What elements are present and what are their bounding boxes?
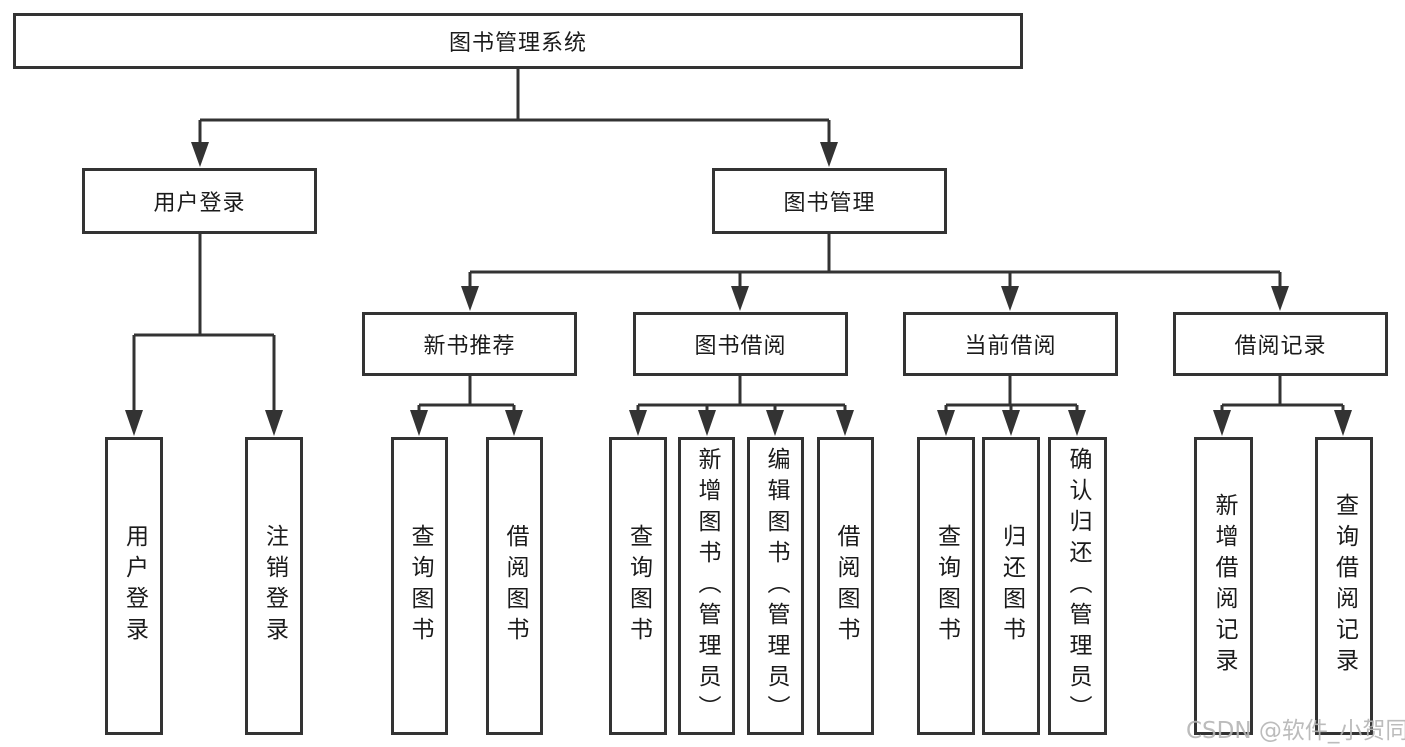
node-current-borrow: 当前借阅	[903, 312, 1118, 376]
leaf-logout: 注销登录	[245, 437, 303, 735]
leaf-current-search-book: 查询图书	[917, 437, 975, 735]
leaf-borrow-book: 借阅图书	[817, 437, 874, 735]
leaf-edit-book-admin: 编辑图书（管理员）	[747, 437, 804, 735]
node-root-system: 图书管理系统	[13, 13, 1023, 69]
node-new-book-recommend: 新书推荐	[362, 312, 577, 376]
leaf-confirm-return-admin: 确认归还（管理员）	[1048, 437, 1107, 735]
node-user-login-branch: 用户登录	[82, 168, 317, 234]
leaf-borrow-search-book: 查询图书	[609, 437, 667, 735]
leaf-user-login: 用户登录	[105, 437, 163, 735]
node-book-management-branch: 图书管理	[712, 168, 947, 234]
leaf-return-book: 归还图书	[982, 437, 1040, 735]
leaf-recommend-search-book: 查询图书	[391, 437, 448, 735]
leaf-recommend-borrow-book: 借阅图书	[486, 437, 543, 735]
leaf-query-borrow-record: 查询借阅记录	[1315, 437, 1373, 735]
leaf-add-book-admin: 新增图书（管理员）	[678, 437, 735, 735]
csdn-watermark: CSDN @软件_小贺同学	[1186, 718, 1405, 744]
node-borrow-records: 借阅记录	[1173, 312, 1388, 376]
leaf-add-borrow-record: 新增借阅记录	[1194, 437, 1253, 735]
node-book-borrow: 图书借阅	[633, 312, 848, 376]
